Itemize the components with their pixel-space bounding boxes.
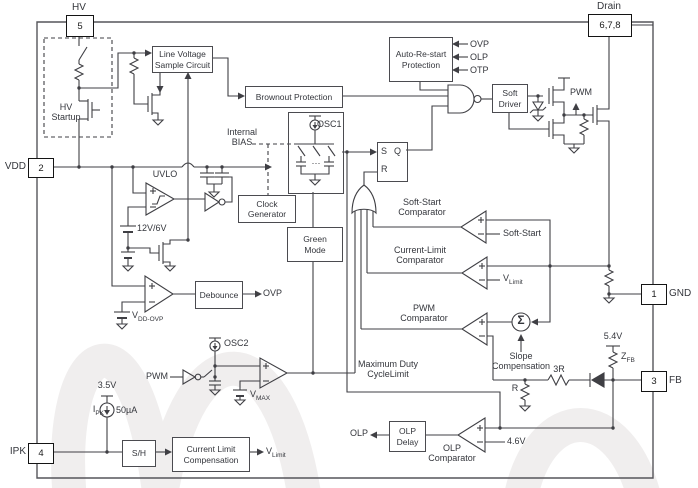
pin-drain-name: Drain (597, 1, 621, 12)
r3-label: 3R (553, 364, 565, 374)
latch-wires (363, 105, 448, 185)
pin-gnd: 1 (641, 284, 667, 305)
v35-label: 3.5V (97, 380, 117, 390)
vlimit-out-base: V (266, 446, 273, 456)
hv-startup-circuit (43, 35, 113, 167)
ipk-source-base: I (92, 404, 96, 414)
vlimit-ref-sub: Limit (509, 278, 523, 286)
debounce-block: Debounce (195, 281, 243, 309)
latch-q-label: Q (394, 146, 402, 156)
current-limit-compensation-block: Current Limit Compensation (172, 437, 250, 472)
ovp-out-label: OVP (263, 288, 283, 298)
vdd-ovp-sub: DD-OVP (138, 315, 164, 323)
soft-start-ref-label: Soft-Start (503, 228, 542, 238)
ipk-source-sub: PK (95, 409, 104, 417)
vlimit-ref-base: V (503, 273, 510, 283)
osc1-label: OSC1 (317, 119, 342, 129)
summing-junction-label: Σ (517, 313, 525, 327)
ovp-comparator-circuit (111, 167, 260, 330)
pin-fb-name: FB (669, 375, 682, 386)
vdd-ovp-label: VDD-OVP (132, 310, 180, 323)
vlimit-out-label: VLimit (266, 446, 306, 459)
arp-olp-label: OLP (470, 52, 489, 62)
vmax-base: V (250, 389, 257, 399)
pin-hv-name: HV (72, 2, 86, 13)
ipk-circuit (52, 395, 262, 454)
vmax-label: VMAX (250, 389, 290, 402)
latch-s-label: S (381, 146, 388, 156)
vlimit-ref-label: VLimit (503, 273, 543, 286)
pwm-drive-label: PWM (146, 371, 168, 381)
hv-startup-label: HV Startup (51, 102, 81, 123)
osc2-label: OSC2 (224, 338, 249, 348)
or-gate (351, 184, 377, 373)
pin-gnd-name: GND (669, 288, 692, 299)
watermark (51, 343, 660, 488)
sample-hold-block: S/H (122, 440, 156, 467)
uvlo-ref-label: 12V/6V (137, 223, 167, 233)
pin-ipk: 4 (28, 443, 54, 464)
pwm-comparator-label: PWM Comparator (400, 303, 448, 324)
soft-driver-block: Soft Driver (492, 84, 528, 113)
v54-label: 5.4V (603, 331, 623, 341)
arrowheads (145, 40, 580, 456)
auto-restart-protection-block: Auto-Re-start Protection (389, 37, 453, 82)
driver-output-stage (508, 24, 653, 266)
vmax-sub: MAX (256, 394, 271, 402)
sr-latch-block (377, 142, 408, 182)
vdd-ovp-base: V (132, 310, 139, 320)
clock-generator-block: Clock Generator (238, 195, 296, 223)
line-voltage-sample-block: Line Voltage Sample Circuit (152, 46, 213, 73)
ipk-source-label: IPK (78, 404, 104, 417)
green-mode-block: Green Mode (287, 227, 343, 262)
zfb-sub: FB (626, 356, 635, 364)
slope-compensation-label: Slope Compensation (491, 351, 551, 372)
uvlo-circuit (120, 167, 233, 272)
ic-boundary (36, 21, 654, 479)
olp-out-label: OLP (349, 428, 368, 438)
soft-start-comparator-label: Soft-Start Comparator (398, 197, 446, 218)
pwm-node-label: PWM (570, 87, 592, 97)
brownout-protection-block: Brownout Protection (245, 86, 343, 108)
line-voltage-sample-circuit-wires (79, 51, 243, 242)
max-duty-label: Maximum Duty CycleLimit (357, 359, 418, 380)
osc1-block (288, 112, 344, 194)
max-duty-circuit (170, 192, 355, 406)
pin-hv: 5 (66, 15, 94, 37)
v46-label: 4.6V (507, 436, 526, 446)
zfb-label: ZFB (621, 351, 651, 364)
vlimit-out-sub: Limit (272, 451, 286, 459)
r-label: R (511, 383, 519, 393)
i50-label: 50µA (116, 405, 138, 415)
comparator-symbols (361, 209, 551, 380)
fb-divider (493, 345, 641, 428)
pin-fb: 3 (641, 371, 667, 392)
pin-vdd: 2 (28, 158, 54, 178)
zfb-base: Z (621, 351, 627, 361)
osc1-dots: ··· (311, 158, 321, 168)
pin-ipk-name: IPK (9, 446, 26, 457)
pin-vdd-name: VDD (4, 161, 26, 172)
pin-drain: 6,7,8 (588, 14, 632, 37)
olp-delay-block: OLP Delay (389, 421, 426, 452)
uvlo-label: UVLO (152, 169, 178, 179)
internal-bias-label: Internal BIAS (226, 127, 258, 148)
olp-comparator-label: OLP Comparator (428, 443, 476, 464)
latch-r-label: R (381, 164, 388, 174)
current-limit-comparator-label: Current-Limit Comparator (393, 245, 446, 266)
arp-otp-label: OTP (470, 65, 489, 75)
arp-ovp-label: OVP (470, 39, 490, 49)
olp-circuit (346, 152, 615, 453)
